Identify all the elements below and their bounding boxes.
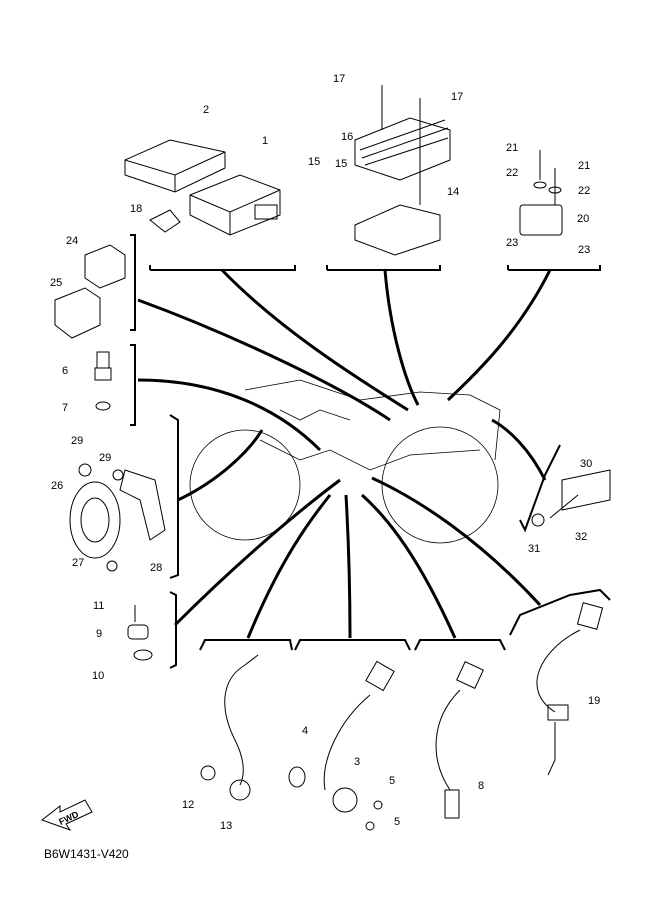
part-label: 16	[341, 131, 353, 143]
motorcycle-outline	[189, 379, 501, 544]
part-module-2	[124, 139, 226, 193]
part-label: 14	[447, 186, 459, 198]
part-label: 12	[182, 799, 194, 811]
leader-lines	[137, 268, 552, 639]
part-label: 23	[506, 237, 518, 249]
part-label: 28	[150, 562, 162, 574]
part-label: 31	[528, 543, 540, 555]
part-label: 30	[580, 458, 592, 470]
part-label: 5	[389, 775, 395, 787]
part-label: 27	[72, 557, 84, 569]
part-label: 8	[478, 780, 484, 792]
part-rectifier	[354, 85, 451, 256]
part-label: 5	[394, 816, 400, 828]
part-label: 15	[308, 156, 320, 168]
part-relays-left	[54, 244, 126, 339]
part-label: 20	[577, 213, 589, 225]
part-label: 7	[62, 402, 68, 414]
part-label: 21	[578, 160, 590, 172]
part-label: 10	[92, 670, 104, 682]
group-brackets	[130, 234, 611, 669]
part-label: 9	[96, 628, 102, 640]
part-label: 18	[130, 203, 142, 215]
part-cap-9	[127, 605, 153, 661]
part-sensor-8	[435, 661, 484, 819]
part-label: 19	[588, 695, 600, 707]
part-plate-30	[531, 469, 611, 527]
part-ecu	[189, 174, 281, 236]
part-labels: 1 2 3 4 5 5 6 7 8 9 10 11 12 13 14 15 15…	[50, 73, 600, 832]
part-label: 26	[51, 480, 63, 492]
part-label: 6	[62, 365, 68, 377]
part-label: 22	[506, 167, 518, 179]
part-label: 25	[50, 277, 62, 289]
part-label: 4	[302, 725, 308, 737]
part-label: 22	[578, 185, 590, 197]
part-label: 21	[506, 142, 518, 154]
part-label: 13	[220, 820, 232, 832]
part-sensor-3	[288, 660, 395, 831]
diagram-code: B6W1431-V420	[44, 847, 129, 861]
part-label: 1	[262, 135, 268, 147]
part-label: 29	[99, 452, 111, 464]
part-label: 23	[578, 244, 590, 256]
part-label: 32	[575, 531, 587, 543]
part-horn	[69, 463, 166, 572]
part-label: 17	[451, 91, 463, 103]
part-label: 2	[203, 104, 209, 116]
part-sensor-6	[94, 351, 112, 411]
part-label: 17	[333, 73, 345, 85]
part-label: 3	[354, 756, 360, 768]
part-label: 11	[93, 600, 104, 612]
part-label: 15	[335, 158, 347, 170]
part-sensor-19	[536, 602, 604, 776]
part-label: 29	[71, 435, 83, 447]
fwd-arrow-icon: FWD	[40, 799, 93, 831]
part-relay-right	[519, 150, 563, 236]
part-label: 24	[66, 235, 78, 247]
part-sensor-13	[200, 654, 259, 801]
part-bracket-18	[149, 209, 181, 233]
